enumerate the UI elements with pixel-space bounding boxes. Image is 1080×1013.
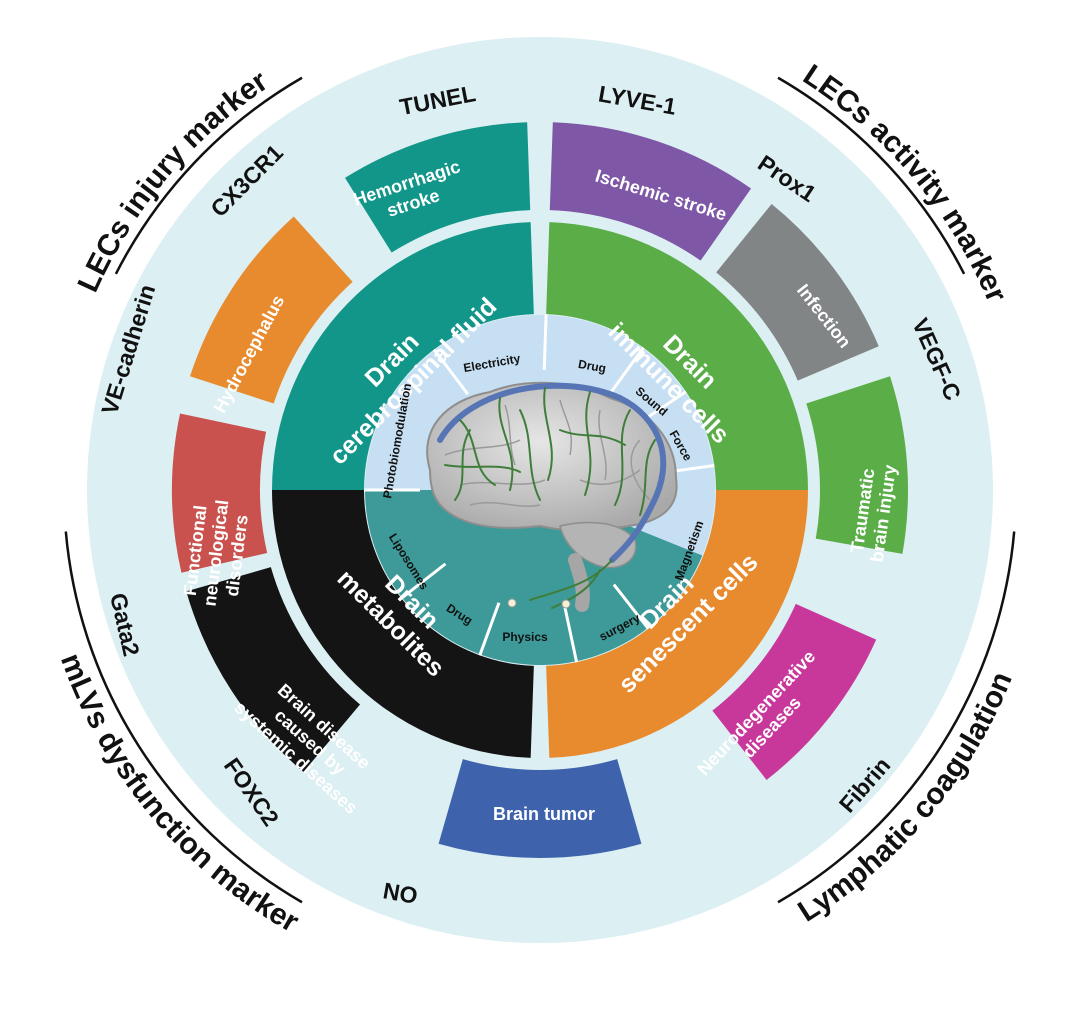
method-divider — [612, 583, 650, 630]
disease-brain-tumor-label: Brain tumor — [493, 804, 595, 824]
marker-no: NO — [381, 877, 419, 909]
disease-hemorrhagic-stroke-box — [344, 122, 531, 253]
disease-functional-neurological-disorders-box — [171, 413, 268, 573]
drain-metabolites-quadrant — [272, 490, 534, 758]
outer-divider-arc — [64, 531, 303, 904]
disease-neurodegenerative-diseases-box — [712, 603, 877, 780]
disease-traumatic-brain-injury-box — [806, 376, 909, 554]
method-divider — [400, 562, 447, 600]
method-divider — [542, 314, 548, 371]
outer-divider-arc — [777, 76, 966, 275]
disease-hydrocephalus-box — [190, 216, 353, 404]
method-divider — [563, 607, 579, 663]
drain-immune-cells-quadrant — [546, 222, 808, 490]
outer-divider-arc — [114, 76, 303, 275]
disease-brain-disease-systemic-box — [186, 567, 361, 772]
drain-senescent-cells-quadrant — [546, 490, 808, 758]
method-drug-top: Drug — [577, 357, 607, 376]
brain-with-meningeal-lymphatics-illustration — [426, 381, 678, 612]
method-physics: Physics — [502, 630, 548, 644]
disease-ischemic-stroke-box — [549, 122, 752, 261]
method-divider — [432, 348, 469, 396]
disease-brain-tumor-box — [438, 759, 642, 858]
method-divider — [609, 346, 645, 394]
disease-infection-box — [716, 204, 879, 381]
drain-csf-quadrant — [272, 222, 534, 490]
outer-divider-arc — [777, 531, 1016, 904]
method-divider — [478, 602, 501, 656]
